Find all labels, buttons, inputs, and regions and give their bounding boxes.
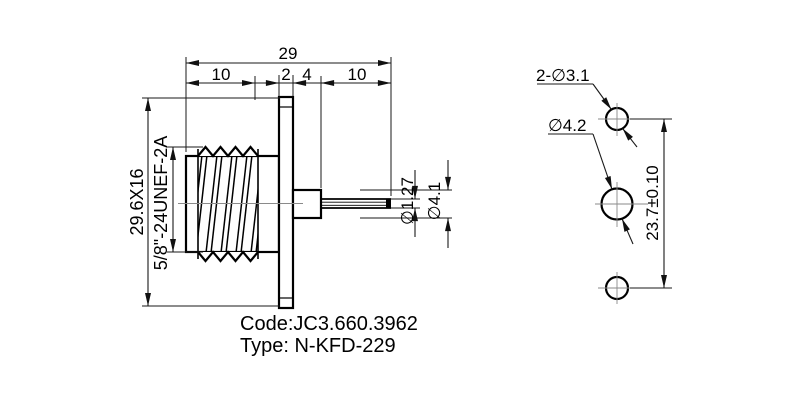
center-hole <box>595 182 648 227</box>
dim-thread-spec: 5/8"-24UNEF-2A <box>151 136 171 270</box>
face-view: 2-∅3.1 ∅4.2 23.7±0.10 <box>536 66 672 304</box>
center-pin <box>321 198 391 209</box>
thread-hatching <box>198 147 258 261</box>
dim-flange-thickness: 2 <box>281 65 290 84</box>
flange-outline <box>277 95 295 310</box>
dim-insulator-length: 4 <box>302 65 311 84</box>
dim-mount-holes: 2-∅3.1 <box>536 66 590 85</box>
dim-pin-diameter: ∅1.27 <box>398 177 417 225</box>
side-view: 29 10 2 4 10 29.6X16 5/8"-24UNEF-2A ∅1.2… <box>127 44 452 310</box>
dim-pin-length: 10 <box>348 65 367 84</box>
dim-flange-size: 29.6X16 <box>127 168 147 235</box>
dim-center-hole: ∅4.2 <box>548 116 586 135</box>
dim-thread-length: 10 <box>212 65 231 84</box>
dimension-labels: 29 10 2 4 10 29.6X16 5/8"-24UNEF-2A ∅1.2… <box>127 44 444 270</box>
flange <box>277 95 295 310</box>
leader-lines <box>537 83 638 245</box>
dim-insulator-diameter: ∅4.1 <box>425 182 444 220</box>
title-block: Code:JC3.660.3962 Type: N-KFD-229 <box>240 313 418 357</box>
mount-hole-top <box>598 103 634 136</box>
dim-hole-spacing: 23.7±0.10 <box>643 165 662 241</box>
thread-crest-top <box>197 145 259 158</box>
part-type: Type: N-KFD-229 <box>240 335 396 357</box>
dim-overall-length: 29 <box>279 44 298 63</box>
pin-tip <box>386 199 391 208</box>
insulator-block <box>291 188 323 220</box>
dimension-labels: 2-∅3.1 ∅4.2 23.7±0.10 <box>536 66 662 241</box>
dimension-lines <box>145 60 451 306</box>
part-code: Code:JC3.660.3962 <box>240 313 418 335</box>
thread-crest-bottom <box>197 250 259 263</box>
connector-body <box>184 145 281 263</box>
mount-hole-bottom <box>598 272 634 304</box>
dimension-lines <box>630 118 672 289</box>
